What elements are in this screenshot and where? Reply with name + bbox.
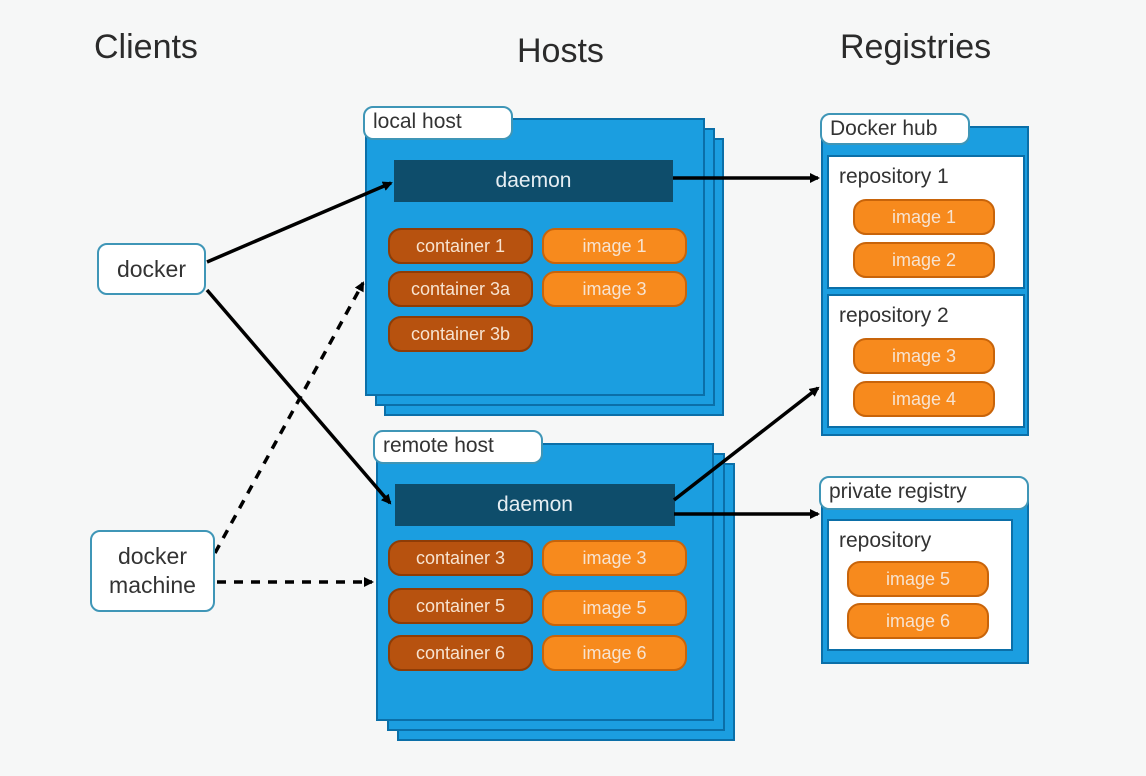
- docker-to-remote-daemon-arrow: [205, 288, 392, 505]
- hub-repo2-image-3-label: image 3: [891, 345, 957, 366]
- remote-container-6: container 6: [388, 635, 533, 671]
- local-container-1-label: container 1: [415, 235, 506, 256]
- private-image-6-label: image 6: [885, 610, 951, 631]
- docker-machine-label-line2: machine: [109, 572, 196, 598]
- remote-image-3: image 3: [542, 540, 687, 576]
- local-host-box: daemon container 1 container 3a containe…: [365, 118, 705, 396]
- docker-machine-client-box: docker machine: [90, 530, 215, 612]
- remote-host-label: remote host: [383, 434, 494, 457]
- hub-repo1-image-1: image 1: [853, 199, 995, 235]
- private-registry-tab: private registry: [819, 476, 1029, 510]
- private-repository: repository image 5 image 6: [827, 519, 1013, 651]
- local-container-3a-label: container 3a: [410, 278, 511, 299]
- private-image-6: image 6: [847, 603, 989, 639]
- registries-header: Registries: [840, 28, 992, 66]
- docker-hub-registry: repository 1 image 1 image 2 repository …: [821, 126, 1029, 436]
- remote-host-tab: remote host: [373, 430, 543, 464]
- hub-repo2-image-4: image 4: [853, 381, 995, 417]
- hub-repo1-image-2: image 2: [853, 242, 995, 278]
- docker-hub-label: Docker hub: [830, 117, 938, 140]
- private-repository-label: repository: [839, 529, 932, 552]
- machine-to-local-host-dashed-arrow: [213, 281, 365, 554]
- hub-repo1-image-2-label: image 2: [891, 249, 957, 270]
- local-container-3b: container 3b: [388, 316, 533, 352]
- hub-repo2-image-4-label: image 4: [891, 388, 957, 409]
- remote-container-3: container 3: [388, 540, 533, 576]
- local-container-3a: container 3a: [388, 271, 533, 307]
- local-container-1: container 1: [388, 228, 533, 264]
- remote-image-5-label: image 5: [582, 597, 647, 618]
- local-container-3b-label: container 3b: [410, 323, 511, 344]
- docker-hub-tab: Docker hub: [820, 113, 970, 145]
- remote-container-5: container 5: [388, 588, 533, 624]
- hub-repository-2: repository 2 image 3 image 4: [827, 294, 1025, 428]
- docker-machine-label-line1: docker: [117, 543, 188, 569]
- local-daemon: daemon: [394, 160, 673, 202]
- remote-image-6-label: image 6: [582, 642, 647, 663]
- hub-repository-2-label: repository 2: [839, 304, 949, 327]
- remote-image-6: image 6: [542, 635, 687, 671]
- hub-repository-1: repository 1 image 1 image 2: [827, 155, 1025, 289]
- private-registry-label: private registry: [829, 480, 967, 503]
- private-registry: repository image 5 image 6: [821, 490, 1029, 664]
- docker-to-local-daemon-arrow: [206, 181, 393, 264]
- hub-repo2-image-3: image 3: [853, 338, 995, 374]
- hosts-header: Hosts: [517, 32, 604, 70]
- docker-client-label: docker: [116, 255, 187, 282]
- hub-repo1-image-1-label: image 1: [891, 206, 957, 227]
- clients-header: Clients: [94, 28, 198, 66]
- remote-container-3-label: container 3: [415, 547, 506, 568]
- remote-container-5-label: container 5: [415, 595, 506, 616]
- local-host-tab: local host: [363, 106, 513, 140]
- remote-image-3-label: image 3: [582, 547, 647, 568]
- remote-container-6-label: container 6: [415, 642, 506, 663]
- hub-repository-1-label: repository 1: [839, 165, 949, 188]
- local-image-1: image 1: [542, 228, 687, 264]
- local-image-3-label: image 3: [582, 278, 647, 299]
- local-daemon-label: daemon: [495, 169, 572, 192]
- local-image-1-label: image 1: [582, 235, 647, 256]
- private-image-5: image 5: [847, 561, 989, 597]
- docker-client-box: docker: [97, 243, 206, 295]
- local-image-3: image 3: [542, 271, 687, 307]
- remote-daemon: daemon: [395, 484, 675, 526]
- remote-image-5: image 5: [542, 590, 687, 626]
- remote-daemon-label: daemon: [497, 493, 573, 516]
- local-host-label: local host: [373, 110, 462, 133]
- private-image-5-label: image 5: [885, 568, 951, 589]
- remote-host-box: daemon container 3 container 5 container…: [376, 443, 714, 721]
